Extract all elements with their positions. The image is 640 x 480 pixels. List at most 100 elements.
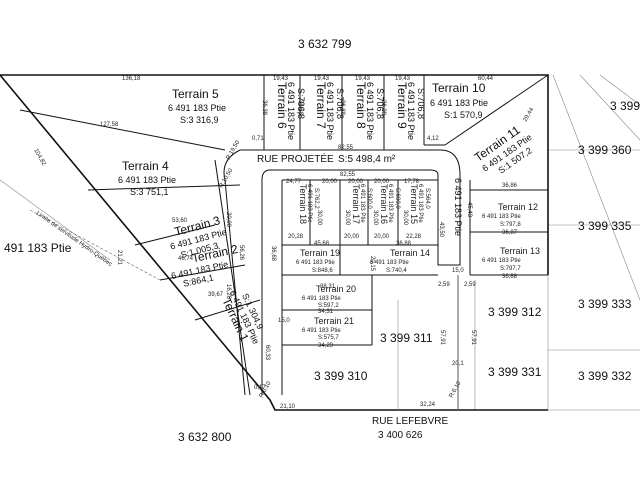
dim: 36,38: [339, 100, 345, 116]
dim: 4,12: [427, 136, 439, 142]
lot-name: Terrain 6: [275, 82, 289, 129]
lot-terrain-14[interactable]: Terrain 14 6 491 183 Ptie S:740,4: [370, 248, 430, 274]
lot-name: Terrain 12: [498, 202, 538, 212]
dim: 36,88: [502, 274, 518, 280]
lot-terrain-6[interactable]: Terrain 6 6 491 183 Ptie S:706,8: [275, 82, 306, 140]
dim: 2,59: [464, 282, 476, 288]
lot-terrain-15[interactable]: Terrain 15 6 491 183 Ptie S:564,0: [409, 184, 430, 224]
lot-area: S:706,8: [416, 88, 426, 119]
lot-name: Terrain 17: [351, 184, 361, 224]
lot-terrain-19[interactable]: Terrain 19 6 491 183 Ptie S:848,6: [296, 248, 340, 274]
neighbour-top: 3 632 799: [298, 37, 352, 51]
dim: 136,18: [122, 76, 141, 82]
lot-number: 6 491 183 Ptie: [406, 82, 416, 140]
neighbour-right-7: 3 399 331: [488, 365, 542, 379]
dim: 17,78: [404, 179, 420, 185]
dim: 36,68: [270, 246, 276, 262]
lot-name: Terrain 7: [314, 82, 328, 129]
hydro-limit-note: Limite de servitude Hydro-Québec: [35, 211, 113, 268]
lot-area: S:600,0: [366, 188, 372, 209]
lot-area: S:706,8: [375, 88, 385, 119]
lot-terrain-13[interactable]: Terrain 13 6 491 183 Ptie S:797,7: [482, 246, 540, 272]
lot-name: Terrain 9: [395, 82, 409, 129]
lot-number: 6 491 183 Ptie: [482, 214, 521, 220]
dim: 36,38: [297, 100, 303, 116]
dim: 60,44: [478, 76, 494, 82]
dim: 57,91: [439, 330, 445, 346]
lot-area: S:797,8: [500, 222, 521, 228]
lot-area: S:3 316,9: [180, 115, 219, 125]
dim: 16,28: [225, 284, 231, 300]
dim: 20,28: [288, 234, 304, 240]
neighbour-right-1: 3 399: [610, 99, 640, 113]
dim: 30,00: [316, 210, 322, 226]
neighbour-left: 491 183 Ptie: [4, 241, 72, 255]
parent-lot-label: 6 491 183 Ptie: [453, 178, 463, 236]
lot-terrain-12[interactable]: Terrain 12 6 491 183 Ptie S:797,8: [482, 202, 538, 228]
dim: 24,77: [286, 179, 302, 185]
lot-area: S:3 751,1: [130, 187, 169, 197]
dim: 36,38: [380, 100, 386, 116]
lot-number: 6 491 183 Ptie: [325, 82, 335, 140]
lot-number: 6 491 183 Ptie: [302, 296, 341, 302]
dim: 21,10: [280, 404, 296, 410]
lot-name: Terrain 18: [298, 184, 308, 224]
lot-number: 6 491 183 Ptie: [482, 258, 521, 264]
lot-terrain-11[interactable]: Terrain 11 6 491 183 Ptie S:1 507,2: [472, 120, 540, 183]
dim: 2,59: [438, 282, 450, 288]
neighbour-right-2: 3 399 360: [578, 143, 632, 157]
lot-area: S:597,2: [318, 303, 339, 309]
subdivision-outline: [0, 74, 549, 411]
lot-terrain-16[interactable]: Terrain 16 6 491 183 Ptie S:600,0: [379, 184, 400, 224]
dim: 32,24: [420, 402, 436, 408]
lot-area: S:1 570,9: [444, 110, 483, 120]
lot-number: 6 491 183 Ptie: [417, 184, 423, 223]
dim: 34,29: [318, 343, 334, 349]
lefebvre-lot: 3 400 626: [378, 430, 423, 441]
road-ring: [29, 149, 461, 410]
dim: 82,55: [338, 145, 354, 151]
lot-name: Terrain 21: [314, 316, 354, 326]
neighbour-lines: [0, 74, 640, 411]
lot-number: 6 491 183 Ptie: [286, 82, 296, 140]
dim: 53,60: [172, 218, 188, 224]
lot-number: 6 491 183 Ptie: [430, 98, 488, 108]
lot-number: 6 491 183 Ptie: [306, 184, 312, 223]
lot-terrain-7[interactable]: Terrain 7 6 491 183 Ptie S:706,8: [314, 82, 345, 140]
lot-terrain-9[interactable]: Terrain 9 6 491 183 Ptie S:706,8: [395, 82, 426, 140]
lot-name: Terrain 4: [122, 159, 169, 173]
dim: 19,43: [355, 76, 371, 82]
dim: 19,43: [273, 76, 289, 82]
dim: 46,74: [178, 256, 194, 262]
lot-terrain-10[interactable]: Terrain 10 6 491 183 Ptie S:1 570,9: [430, 81, 488, 120]
neighbour-right-4: 3 399 333: [578, 297, 632, 311]
dim: 20,00: [348, 179, 364, 185]
lot-terrain-17[interactable]: Terrain 17 6 491 183 Ptie S:600,0: [351, 184, 372, 224]
lefebvre-name: RUE LEFEBVRE: [372, 416, 448, 427]
lot-terrain-5[interactable]: Terrain 5 6 491 183 Ptie S:3 316,9: [168, 87, 226, 125]
dim: 22,28: [406, 234, 422, 240]
dim: 56,26: [238, 245, 244, 261]
lot-terrain-4[interactable]: Terrain 4 6 491 183 Ptie S:3 751,1: [118, 159, 176, 197]
dim: 43,50: [438, 222, 444, 238]
road-area: S:5 498,4 m²: [338, 154, 396, 165]
dim: 19,43: [395, 76, 411, 82]
lot-name: Terrain 8: [354, 82, 368, 129]
lot-area: S:797,7: [500, 266, 521, 272]
neighbour-center-2: 3 399 310: [314, 369, 368, 383]
dimension-labels: 136,18 19,43 19,43 19,43 19,43 60,44 127…: [32, 76, 535, 410]
lot-terrain-21[interactable]: Terrain 21 6 491 183 Ptie S:575,7: [302, 316, 354, 341]
road-name: RUE PROJETÉE: [257, 152, 334, 165]
dim: 104,82: [32, 148, 47, 167]
neighbour-right-5: 3 399 312: [488, 305, 542, 319]
lot-terrain-8[interactable]: Terrain 8 6 491 183 Ptie S:706,8: [354, 82, 385, 140]
lot-terrain-20[interactable]: Terrain 20 6 491 183 Ptie S:597,2: [302, 284, 356, 309]
lot-terrain-18[interactable]: Terrain 18 6 491 183 Ptie S:762,2: [298, 184, 319, 224]
lot-name: Terrain 19: [300, 248, 340, 258]
lot-area: S:575,7: [318, 335, 339, 341]
dim: 45,68: [314, 241, 330, 247]
lot-name: Terrain 13: [500, 246, 540, 256]
dim: 0,71: [252, 136, 264, 142]
lot-number: 6 491 183 Ptie: [296, 260, 335, 266]
dim: 15,0: [452, 268, 464, 274]
